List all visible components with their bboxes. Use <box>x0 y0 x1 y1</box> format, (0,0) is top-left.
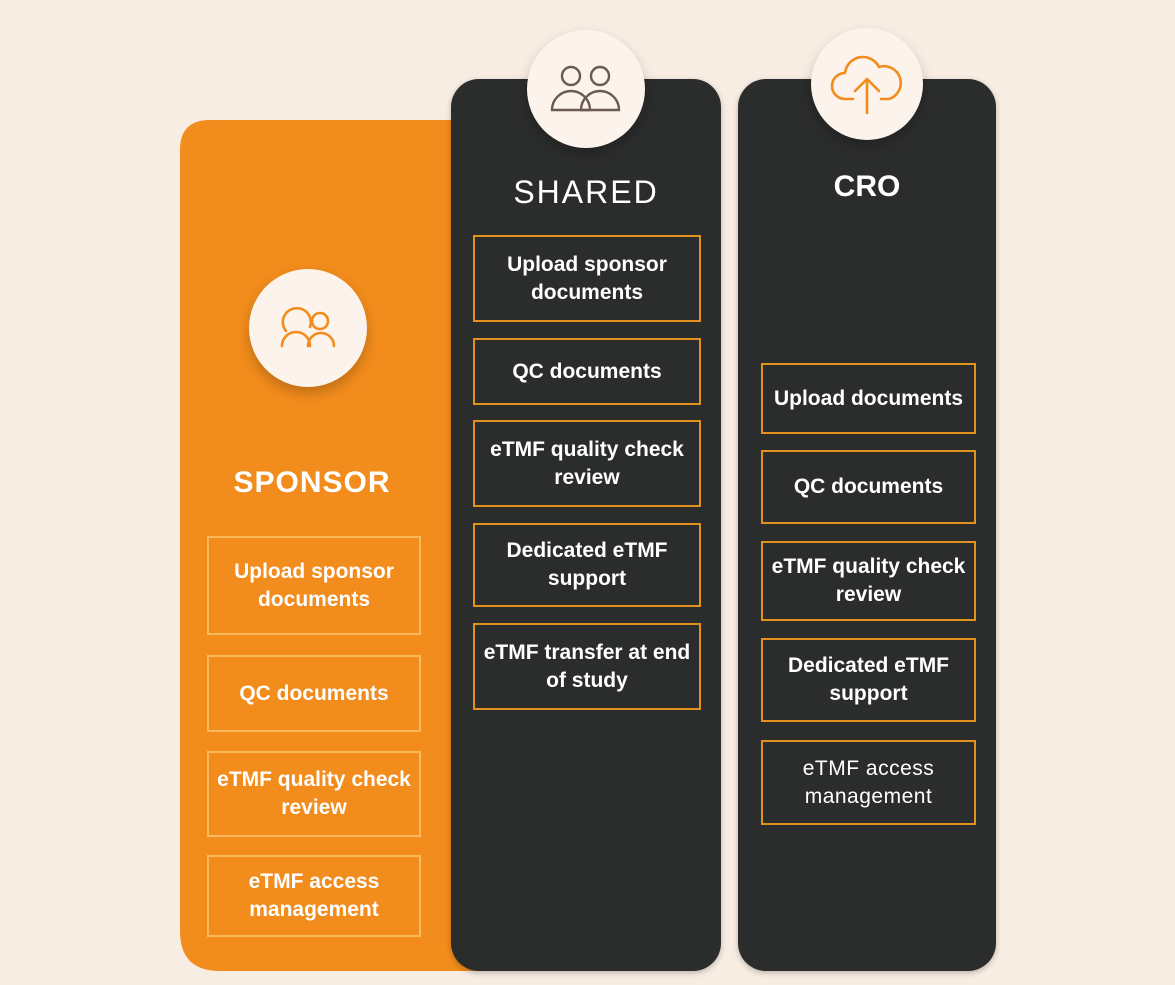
shared-item-qc-documents: QC documents <box>473 338 701 405</box>
cro-item-upload-documents: Upload documents <box>761 363 976 434</box>
users-icon <box>280 306 336 348</box>
cro-icon-circle <box>811 28 923 140</box>
shared-icon-circle <box>527 30 645 148</box>
cro-item-etmf-quality-check-review: eTMF quality check review <box>761 541 976 621</box>
shared-panel <box>451 79 721 971</box>
cloud-upload-icon <box>830 55 902 115</box>
cro-item-etmf-access-management: eTMF access management <box>761 740 976 825</box>
cro-title: CRO <box>833 170 901 203</box>
sponsor-item-etmf-quality-check-review: eTMF quality check review <box>207 751 421 837</box>
cro-panel <box>738 79 996 971</box>
cro-item-dedicated-etmf-support: Dedicated eTMF support <box>761 638 976 722</box>
sponsor-icon-circle <box>249 269 367 387</box>
sponsor-item-upload-sponsor-documents: Upload sponsor documents <box>207 536 421 635</box>
sponsor-item-qc-documents: QC documents <box>207 655 421 732</box>
cro-item-qc-documents: QC documents <box>761 450 976 524</box>
shared-item-etmf-transfer-end-of-study: eTMF transfer at end of study <box>473 623 701 710</box>
shared-title: SHARED <box>513 174 659 210</box>
shared-item-etmf-quality-check-review: eTMF quality check review <box>473 420 701 507</box>
sponsor-title: SPONSOR <box>233 466 391 499</box>
shared-item-dedicated-etmf-support: Dedicated eTMF support <box>473 523 701 607</box>
shared-item-upload-sponsor-documents: Upload sponsor documents <box>473 235 701 322</box>
sponsor-item-etmf-access-management: eTMF access management <box>207 855 421 937</box>
people-icon <box>550 65 621 112</box>
